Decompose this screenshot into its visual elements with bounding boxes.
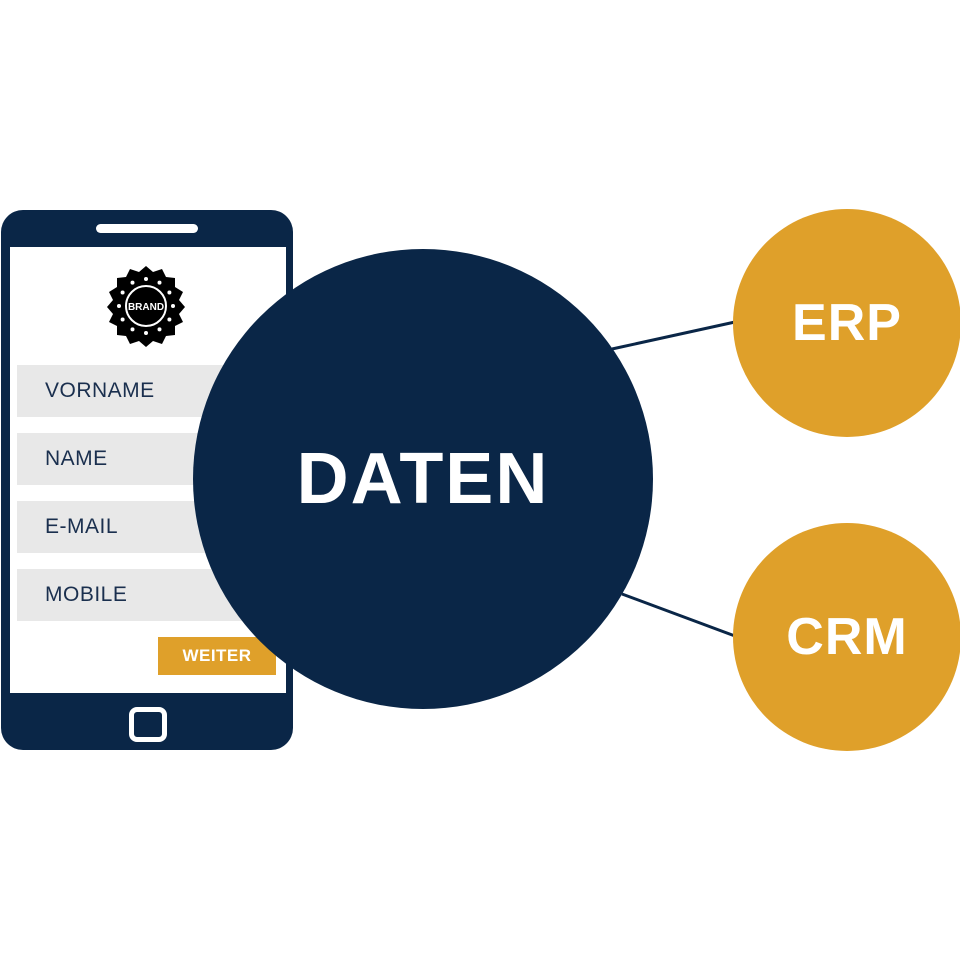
brand-badge-ring	[125, 285, 167, 327]
connector-daten-crm	[621, 592, 736, 638]
home-button-icon[interactable]	[129, 707, 167, 742]
daten-node: DATEN	[193, 249, 653, 709]
erp-node: ERP	[733, 209, 960, 437]
crm-node: CRM	[733, 523, 960, 751]
brand-badge-shape	[107, 266, 185, 347]
brand-badge-stars	[117, 277, 175, 335]
connector-daten-erp	[611, 320, 736, 351]
crm-label: CRM	[786, 608, 908, 666]
mobile-label: MOBILE	[45, 583, 128, 606]
vorname-label: VORNAME	[45, 379, 155, 402]
brand-badge-icon: BRAND	[107, 266, 185, 347]
phone-speaker	[96, 224, 198, 233]
name-label: NAME	[45, 447, 108, 470]
daten-label: DATEN	[296, 439, 550, 519]
email-label: E-MAIL	[45, 515, 119, 538]
mobile-field[interactable]: MOBILE	[17, 569, 257, 621]
brand-badge-text: BRAND	[128, 302, 164, 313]
weiter-button[interactable]: WEITER	[158, 637, 276, 675]
erp-label: ERP	[792, 294, 902, 352]
